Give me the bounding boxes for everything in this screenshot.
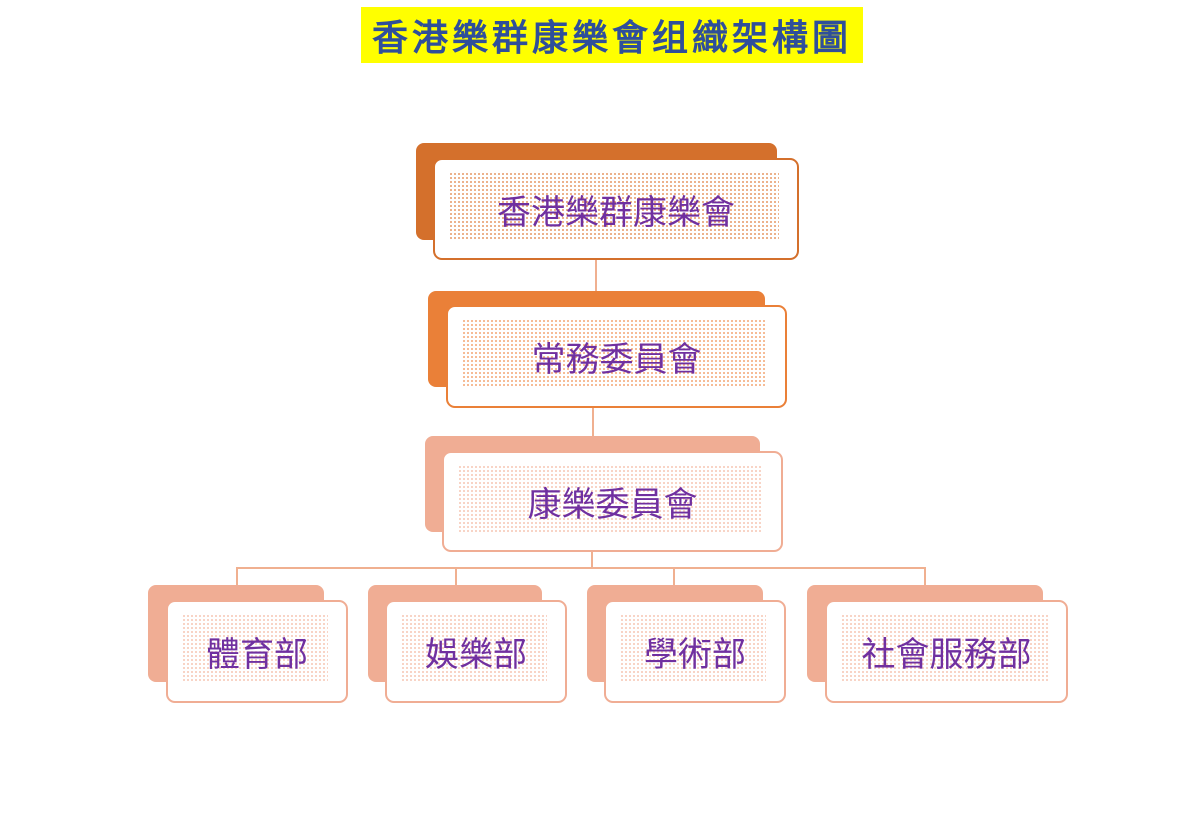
connector: [924, 567, 926, 586]
node-recreation-committee: 康樂委員會: [442, 451, 783, 552]
node-label: 體育部: [206, 635, 308, 675]
node-root: 香港樂群康樂會: [433, 158, 799, 260]
connector: [673, 567, 675, 586]
connector: [236, 567, 238, 586]
node-label: 康樂委員會: [527, 485, 698, 525]
node-standing-committee: 常務委員會: [446, 305, 787, 408]
connector: [591, 550, 593, 568]
chart-title: 香港樂群康樂會组織架構圖: [361, 7, 863, 63]
node-entertainment-dept: 娛樂部: [385, 600, 567, 703]
connector: [236, 567, 926, 569]
node-label: 娛樂部: [425, 635, 527, 675]
node-label: 常務委員會: [531, 340, 702, 380]
connector: [595, 258, 597, 292]
node-sports-dept: 體育部: [166, 600, 348, 703]
node-label: 社會服務部: [861, 635, 1032, 675]
node-academic-dept: 學術部: [604, 600, 786, 703]
node-label: 學術部: [644, 635, 746, 675]
connector: [592, 406, 594, 437]
connector: [455, 567, 457, 586]
node-label: 香港樂群康樂會: [497, 192, 735, 233]
node-social-service-dept: 社會服務部: [825, 600, 1068, 703]
